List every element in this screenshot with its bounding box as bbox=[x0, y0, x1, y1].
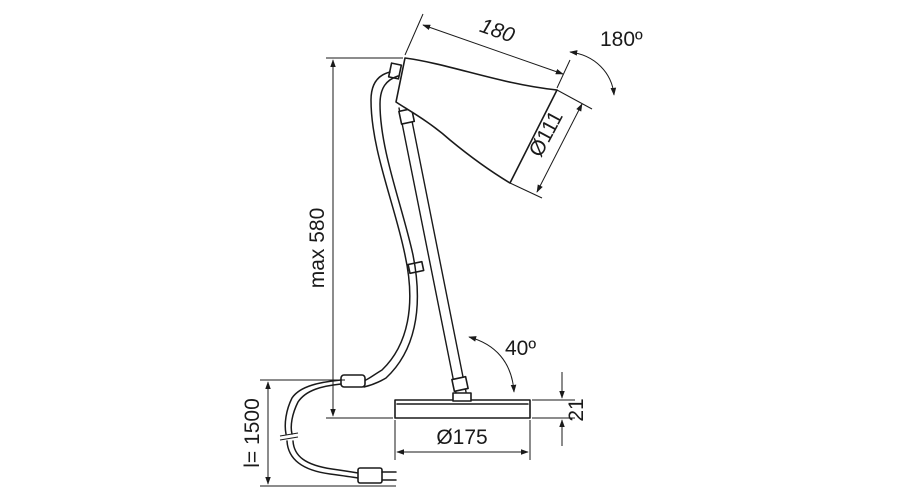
shade-length-label: 180 bbox=[477, 14, 518, 47]
base-height-label: 21 bbox=[565, 398, 588, 421]
tilt-dimension: 40º bbox=[468, 336, 536, 393]
height-label: max 580 bbox=[306, 208, 329, 289]
height-dimension: max 580 bbox=[306, 57, 403, 419]
cable-length-label: l= 1500 bbox=[241, 398, 264, 467]
rotation-label: 180º bbox=[600, 28, 643, 51]
lamp-base bbox=[394, 392, 531, 419]
base-diameter-dimension: Ø175 bbox=[394, 420, 531, 460]
tilt-label: 40º bbox=[505, 337, 536, 360]
power-cable bbox=[279, 71, 419, 484]
cable-length-dimension: l= 1500 bbox=[241, 379, 396, 487]
rotation-dimension: 180º bbox=[569, 28, 643, 96]
base-height-dimension: 21 bbox=[532, 372, 588, 446]
lamp-arm bbox=[398, 105, 469, 394]
base-diameter-label: Ø175 bbox=[436, 426, 487, 449]
